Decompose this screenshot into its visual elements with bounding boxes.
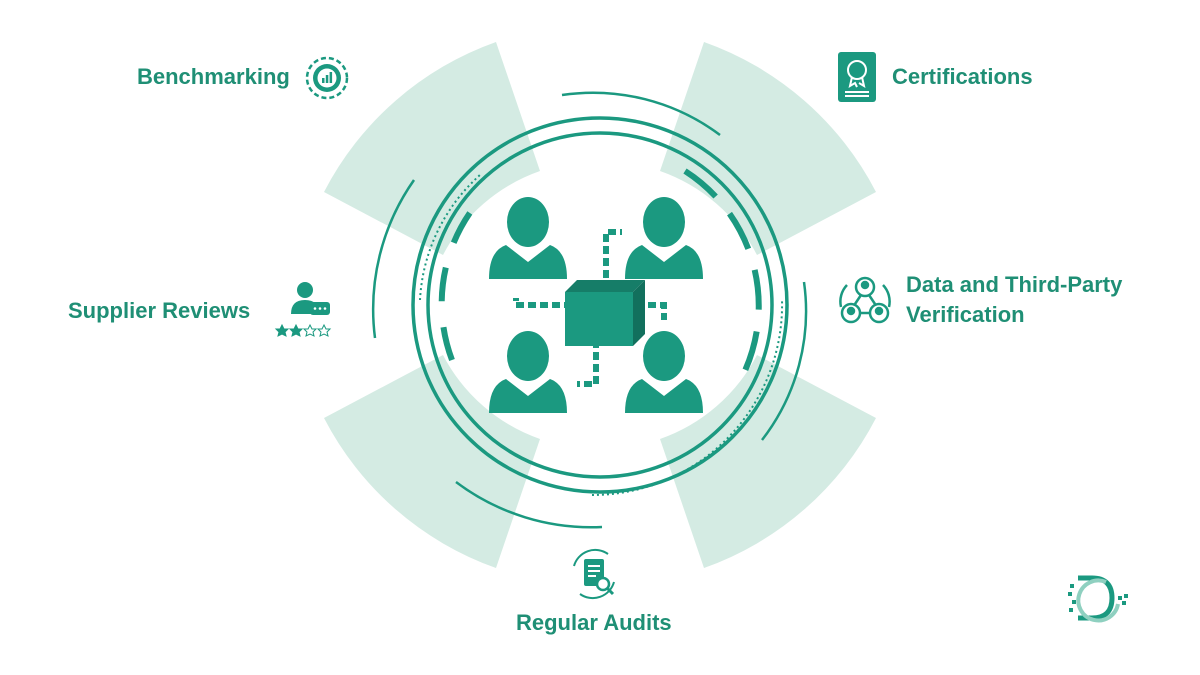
center-rings (411, 116, 789, 496)
certificate-ribbon-icon (838, 52, 876, 102)
arc-top (561, 91, 721, 137)
thick-arc-right (683, 168, 762, 390)
user-network-icon (839, 276, 891, 324)
dg-logo-icon (1068, 575, 1128, 623)
certifications-label: Certifications (892, 64, 1033, 89)
cube (565, 280, 645, 346)
user-rating-stars-icon (274, 282, 332, 337)
sector-top-left (324, 42, 540, 255)
supplier-reviews-label: Supplier Reviews (68, 298, 251, 323)
data-verification-label-line-1: Data and Third-Party (906, 272, 1123, 297)
outer-ring (411, 116, 789, 494)
gear-chart-icon (305, 56, 349, 100)
sector-top-right (660, 42, 876, 255)
data-verification-label-line-2: Verification (906, 301, 1025, 327)
dotted-arc-top-left (419, 174, 481, 301)
data-verification-label: Data and Third-Party Verification (906, 270, 1122, 329)
person-bottom-right (625, 331, 703, 413)
outer-sectors (324, 42, 876, 568)
regular-audits-label: Regular Audits (516, 610, 672, 635)
document-search-icon (573, 548, 615, 600)
arc-right (761, 281, 808, 441)
connector-lines (513, 229, 667, 387)
thick-arc-left (438, 190, 489, 362)
person-top-right (625, 197, 703, 279)
person-bottom-left (489, 331, 567, 413)
inner-ring (426, 131, 774, 479)
person-top-left (489, 197, 567, 279)
arc-left (371, 179, 416, 339)
sector-bottom-left (324, 355, 540, 568)
dotted-arc-bottom (591, 299, 784, 496)
outer-arcs (371, 91, 808, 529)
benchmarking-label: Benchmarking (137, 64, 290, 89)
sector-bottom-right (660, 355, 876, 568)
people-network-cube-icon (489, 197, 703, 413)
arc-bottom (455, 481, 603, 529)
